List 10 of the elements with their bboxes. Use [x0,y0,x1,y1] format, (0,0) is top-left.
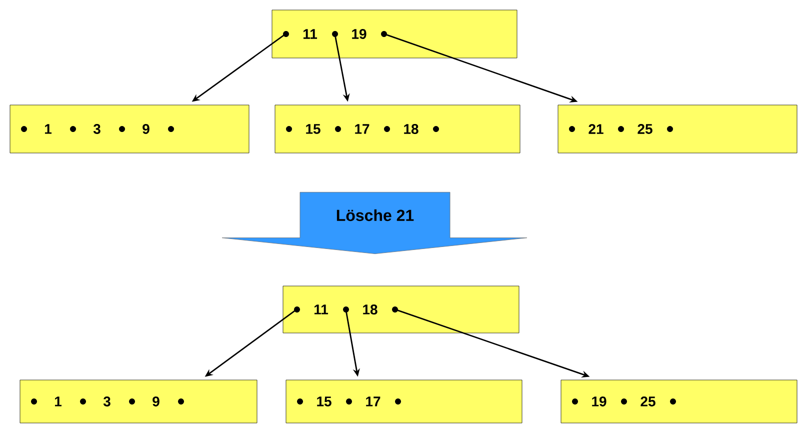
tree-node-box: 19 25 [560,380,798,424]
tree-node-box: 21 25 [558,104,798,154]
tree-node-box: 1 3 9 [20,380,258,424]
edge-label: Lösche 21 [336,209,414,222]
tree-node-box: 15 17 18 [274,104,520,154]
tree-node-box: 15 17 [286,380,522,424]
tree-node-box: 1 3 9 [10,104,250,154]
block-arrow [222,192,528,254]
tree-node-box: 11 19 [272,10,518,58]
tree-node-box: 11 18 [282,286,520,334]
